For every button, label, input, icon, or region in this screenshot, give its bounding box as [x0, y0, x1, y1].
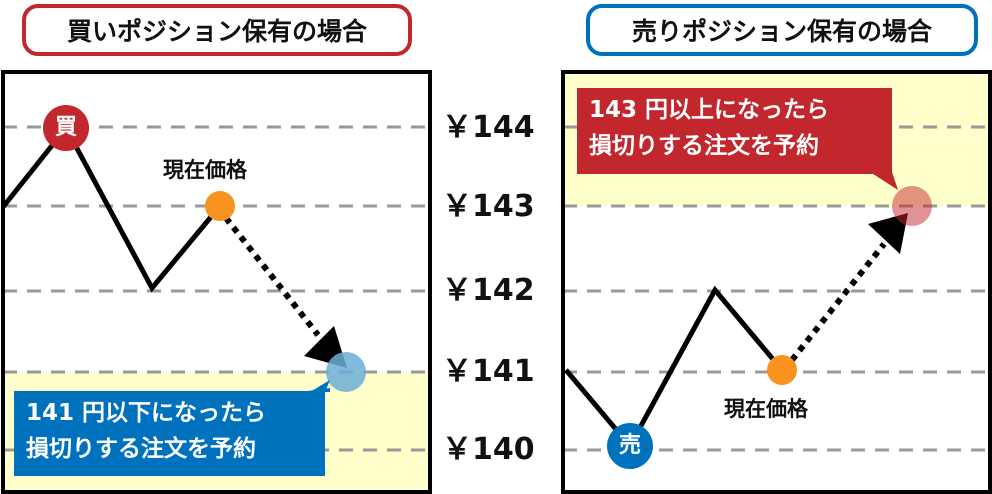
callout-sell-stop: 143 円以上になったら 損切りする注文を予約	[577, 88, 892, 174]
callout-line-1: 143 円以上になったら	[589, 97, 830, 123]
current-price-dot-left	[205, 191, 235, 221]
price-label-143: ￥143	[442, 189, 535, 224]
dotted-arrow-right	[789, 242, 887, 362]
title-buy-position: 買いポジション保有の場合	[22, 4, 412, 56]
callout-tail-right	[870, 172, 898, 190]
price-label-144: ￥144	[442, 110, 535, 145]
arrowhead-right	[868, 213, 908, 254]
dotted-arrow-left	[223, 216, 321, 337]
price-line-right	[564, 285, 784, 451]
price-line-left	[1, 123, 222, 293]
current-price-label-right: 現在価格	[724, 397, 808, 421]
buy-badge-label: 買	[54, 115, 77, 140]
entry-marker-buy	[43, 105, 89, 151]
sell-badge-label: 売	[618, 433, 641, 458]
current-price-label-left: 現在価格	[163, 158, 247, 182]
stop-point-left	[326, 352, 366, 392]
stop-point-right	[892, 186, 932, 226]
price-label-142: ￥142	[442, 273, 535, 308]
entry-marker-sell	[607, 423, 653, 469]
callout-line-2: 損切りする注文を予約	[589, 133, 819, 159]
price-label-141: ￥141	[442, 354, 535, 389]
callout-line-1: 141 円以下になったら	[26, 400, 267, 426]
current-price-dot-right	[767, 355, 797, 385]
title-sell-position: 売りポジション保有の場合	[586, 4, 978, 56]
price-label-140: ￥140	[442, 432, 535, 467]
callout-buy-stop: 141 円以下になったら 損切りする注文を予約	[14, 391, 325, 476]
callout-line-2: 損切りする注文を予約	[26, 436, 256, 462]
